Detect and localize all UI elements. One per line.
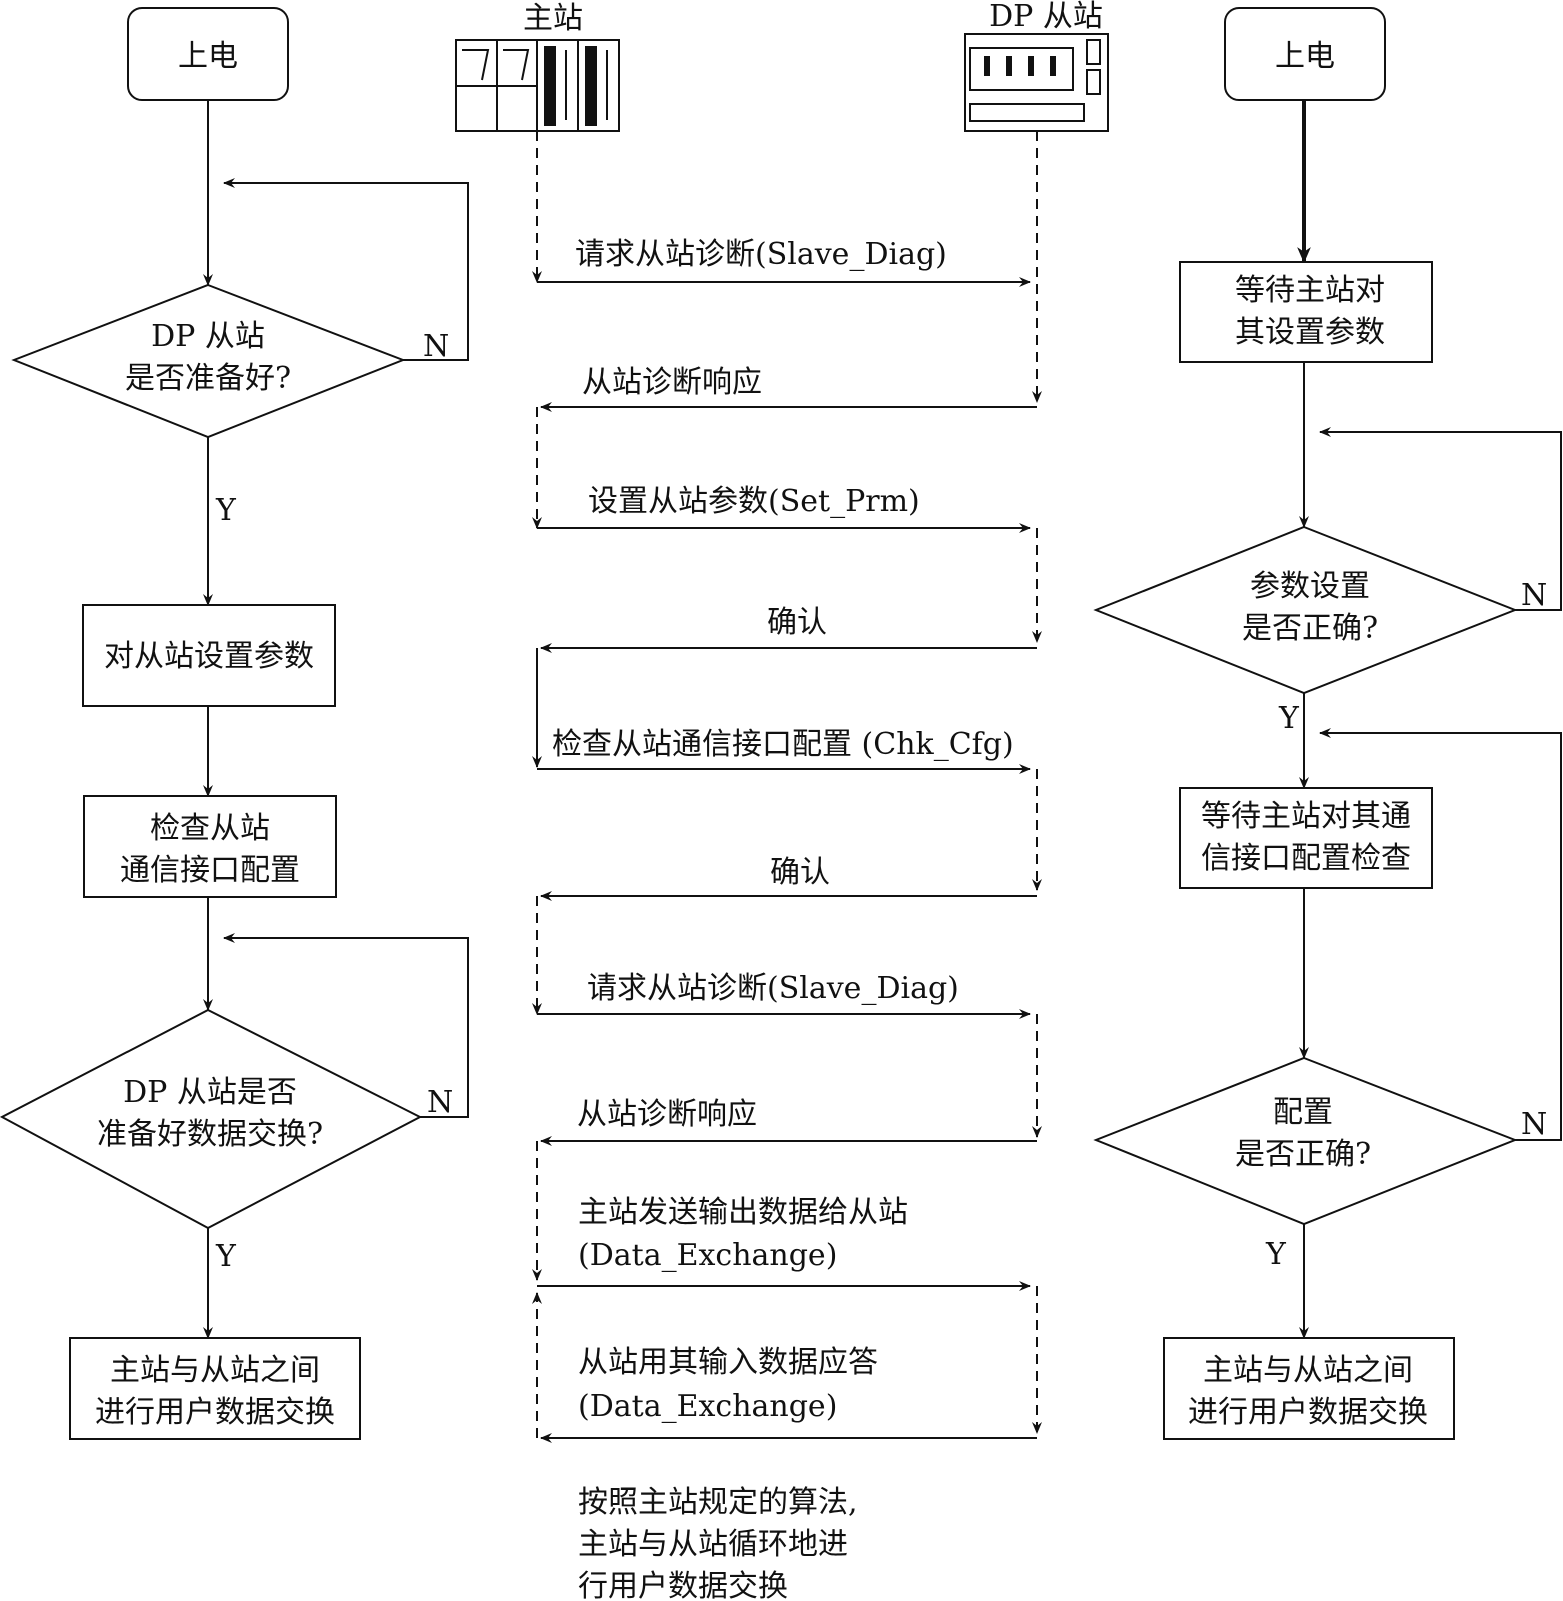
- left-check-config-box: [83, 795, 337, 898]
- msg-request-diag-1: 请求从站诊断(Slave_Diag): [575, 237, 947, 272]
- right-decision-params-ok: [1093, 525, 1518, 695]
- left-flowchart: [0, 7, 469, 1440]
- right-wait-params-box: [1179, 261, 1433, 363]
- right-decision1-line2: 是否正确?: [1242, 611, 1378, 646]
- msg-output-line2: (Data_Exchange): [578, 1238, 837, 1273]
- msg-ack-2: 确认: [770, 855, 830, 890]
- right-flowchart: [1093, 7, 1562, 1440]
- left-decision2-line2: 准备好数据交换?: [97, 1117, 323, 1152]
- msg-chk-cfg: 检查从站通信接口配置 (Chk_Cfg): [552, 727, 1014, 762]
- right-decision2-line1: 配置: [1273, 1095, 1333, 1130]
- note-line2: 主站与从站循环地进: [578, 1527, 848, 1562]
- left-power-on-label: 上电: [178, 39, 238, 74]
- left-no1-label: N: [423, 329, 449, 364]
- master-station-icon: [455, 39, 620, 132]
- right-yes2-label: Y: [1265, 1237, 1287, 1272]
- master-label: 主站: [523, 1, 583, 36]
- left-decision1-line1: DP 从站: [151, 319, 265, 354]
- right-wait-params-line1: 等待主站对: [1235, 273, 1385, 308]
- msg-ack-1: 确认: [767, 605, 827, 640]
- right-decision1-line1: 参数设置: [1250, 569, 1370, 604]
- lifelines: [532, 131, 1042, 1443]
- right-no1-label: N: [1521, 578, 1547, 613]
- right-exchange-line1: 主站与从站之间: [1203, 1353, 1413, 1388]
- right-exchange-line2: 进行用户数据交换: [1188, 1395, 1428, 1430]
- left-exchange-line2: 进行用户数据交换: [95, 1395, 335, 1430]
- left-decision2-line1: DP 从站是否: [123, 1075, 297, 1110]
- msg-request-diag-2: 请求从站诊断(Slave_Diag): [587, 971, 959, 1006]
- msg-input-line2: (Data_Exchange): [578, 1389, 837, 1424]
- left-no2-label: N: [427, 1085, 453, 1120]
- right-wait-check-box: [1179, 787, 1433, 889]
- slave-station-icon: [964, 33, 1109, 132]
- msg-diag-response-2: 从站诊断响应: [577, 1097, 757, 1132]
- right-yes1-label: Y: [1278, 701, 1300, 736]
- msg-input-line1: 从站用其输入数据应答: [578, 1345, 878, 1380]
- right-wait-params-line2: 其设置参数: [1235, 315, 1385, 350]
- right-no2-label: N: [1521, 1107, 1547, 1142]
- msg-diag-response-1: 从站诊断响应: [582, 365, 762, 400]
- left-yes1-label: Y: [215, 493, 237, 528]
- slave-label: DP 从站: [989, 0, 1103, 34]
- left-check-line2: 通信接口配置: [120, 853, 300, 888]
- left-data-exchange-box: [69, 1337, 361, 1440]
- note-line3: 行用户数据交换: [578, 1569, 788, 1601]
- left-yes2-label: Y: [215, 1239, 237, 1274]
- right-data-exchange-box: [1163, 1337, 1455, 1440]
- right-wait-check-line1: 等待主站对其通: [1201, 799, 1411, 834]
- left-check-line1: 检查从站: [150, 811, 270, 846]
- left-set-params-label: 对从站设置参数: [104, 639, 314, 674]
- left-decision1-line2: 是否准备好?: [125, 361, 291, 396]
- msg-output-line1: 主站发送输出数据给从站: [578, 1195, 908, 1230]
- msg-set-prm: 设置从站参数(Set_Prm): [588, 484, 920, 519]
- right-wait-check-line2: 信接口配置检查: [1201, 841, 1411, 876]
- left-exchange-line1: 主站与从站之间: [110, 1353, 320, 1388]
- right-power-on-label: 上电: [1275, 39, 1335, 74]
- right-decision2-line2: 是否正确?: [1235, 1137, 1371, 1172]
- note-line1: 按照主站规定的算法,: [578, 1485, 858, 1520]
